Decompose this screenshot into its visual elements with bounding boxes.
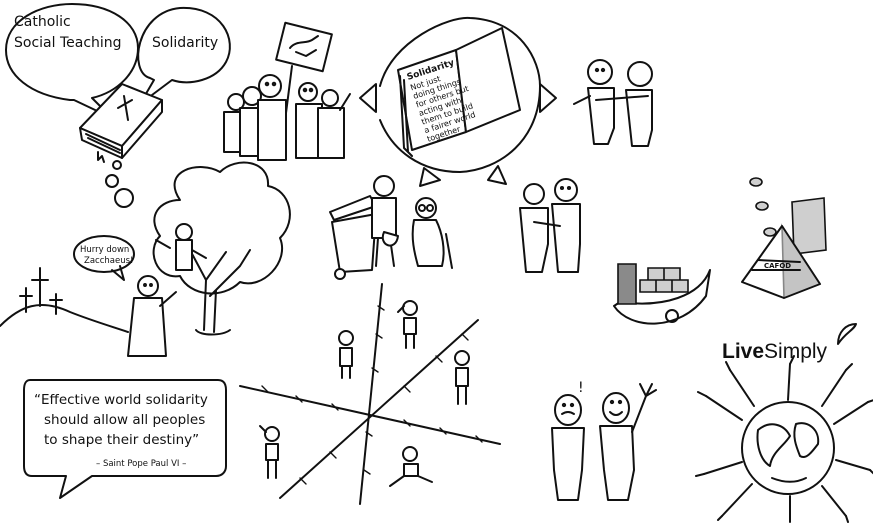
- globe-with-hands-icon: [695, 355, 873, 523]
- bubble-text-line-1: Catholic: [14, 14, 71, 30]
- protest-group-icon: [223, 21, 351, 161]
- solidarity-bubble-text: Solidarity: [152, 35, 218, 51]
- zacchaeus-speech-2: Zacchaeus!: [84, 256, 133, 266]
- cafod-pyramid-icon: CAFOD: [741, 177, 827, 300]
- barbed-wire-divide-icon: [239, 283, 501, 505]
- catholic-social-teaching-bubble: Catholic Social Teaching: [5, 3, 139, 119]
- zacchaeus-speech-1: Hurry down: [80, 245, 129, 255]
- bible-icon: [79, 83, 163, 163]
- solidarity-bubble: Solidarity: [137, 6, 231, 105]
- quote-line-2: should allow all peoples: [44, 412, 205, 428]
- logo-part-simply: Simply: [764, 340, 828, 363]
- isolated-person-1: [338, 330, 354, 379]
- bin-and-elder-icon: [329, 175, 453, 280]
- comforting-figures-icon: [519, 178, 581, 273]
- isolated-person-5: [389, 446, 433, 487]
- worried-and-waving-figures-icon: !: [551, 380, 657, 501]
- pyramid-label: CAFOD: [764, 262, 791, 270]
- logo-part-live: Live: [722, 340, 764, 363]
- quote-attribution: – Saint Pope Paul VI –: [96, 459, 186, 469]
- thought-dots: [105, 160, 134, 208]
- quote-line-3: to shape their destiny”: [44, 432, 199, 448]
- friends-hugging-icon: [573, 59, 653, 147]
- isolated-person-3: [454, 350, 470, 405]
- svg-text:LiveSimply: LiveSimply: [722, 340, 828, 363]
- isolated-person-2: [397, 300, 418, 349]
- zacchaeus-tree-icon: Hurry down Zacchaeus!: [73, 161, 291, 357]
- calvary-hill-icon: [0, 267, 129, 333]
- bubble-text-line-2: Social Teaching: [14, 35, 122, 51]
- isolated-person-4: [259, 425, 280, 479]
- livesimply-logo: LiveSimply: [722, 323, 857, 363]
- fairtrade-banana-icon: [613, 263, 711, 325]
- exclamation-mark: !: [578, 380, 584, 396]
- quote-bubble: “Effective world solidarity should allow…: [23, 379, 227, 499]
- solidarity-book-cycle: Solidarity Not just doing things for oth…: [359, 16, 557, 187]
- quote-line-1: “Effective world solidarity: [34, 392, 208, 408]
